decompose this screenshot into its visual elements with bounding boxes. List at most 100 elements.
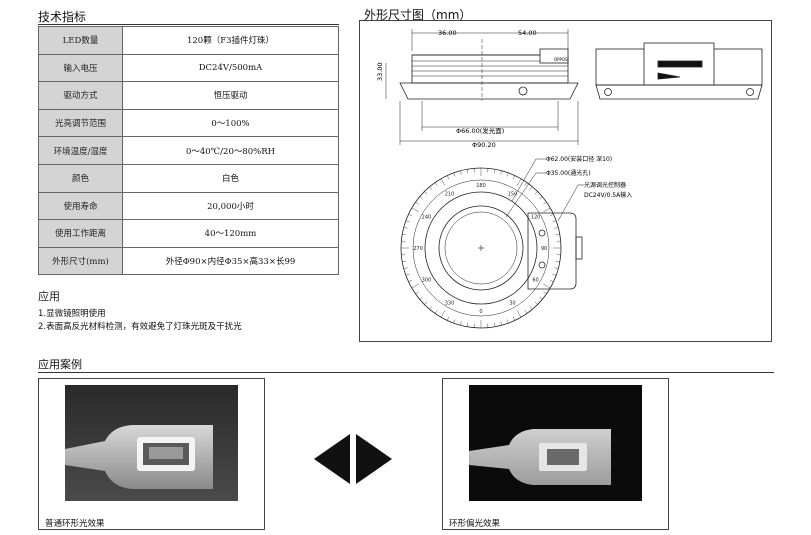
spec-label: 驱动方式 bbox=[38, 81, 123, 110]
side-base bbox=[399, 82, 579, 100]
scale-tick bbox=[529, 186, 533, 190]
scale-tick bbox=[512, 316, 515, 321]
scale-label: 240 bbox=[422, 215, 432, 221]
spec-value: DC24V/500mA bbox=[122, 53, 339, 83]
scale-tick bbox=[500, 321, 502, 326]
spec-label: LED数量 bbox=[38, 26, 123, 55]
scale-tick bbox=[506, 172, 509, 177]
scale-tick bbox=[534, 301, 538, 305]
scale-tick bbox=[460, 170, 462, 175]
scale-tick bbox=[552, 273, 557, 276]
end-slot bbox=[657, 60, 703, 68]
scale-tick bbox=[415, 291, 419, 295]
scale-tick bbox=[405, 220, 410, 223]
scale-tick bbox=[555, 233, 560, 235]
cases-title: 应用案例 bbox=[38, 358, 82, 371]
clear-aperture bbox=[444, 211, 518, 285]
scale-label: 30 bbox=[509, 301, 515, 307]
scale-tick bbox=[415, 201, 419, 205]
scale-tick bbox=[549, 214, 554, 217]
scale-tick bbox=[534, 191, 538, 195]
scale-label: 120 bbox=[531, 215, 541, 221]
label-input: DC24V/0.5A输入 bbox=[584, 191, 632, 199]
scale-tick bbox=[539, 196, 543, 200]
scale-tick bbox=[408, 214, 413, 217]
list-item: 1.显微镜照明使用 bbox=[38, 309, 106, 319]
scale-tick bbox=[516, 178, 522, 186]
scale-tick bbox=[543, 291, 547, 295]
spec-value: 0～40℃/20～80%RH bbox=[122, 136, 339, 165]
scale-tick bbox=[411, 207, 419, 213]
drawing-svg: 36.00 54.00 33.00 OPPOS Φ66.00(发光面) Φ90.… bbox=[376, 29, 763, 329]
application-title: 应用 bbox=[38, 290, 60, 303]
scale-label: 270 bbox=[413, 246, 423, 252]
side-view bbox=[399, 39, 579, 101]
scale-label: 150 bbox=[508, 191, 518, 197]
table-row: 驱动方式恒压驱动 bbox=[38, 81, 339, 110]
scale-tick bbox=[434, 182, 438, 186]
scale-tick bbox=[453, 319, 456, 324]
spec-label: 环境温度/湿度 bbox=[38, 136, 123, 165]
scale-label: 210 bbox=[445, 191, 455, 197]
scale-tick bbox=[419, 196, 423, 200]
scale-label: 330 bbox=[445, 301, 455, 307]
scale-tick bbox=[447, 175, 450, 180]
scale-tick bbox=[554, 267, 559, 269]
label-clear: Φ35.00(通光孔) bbox=[546, 169, 591, 177]
scale-tick bbox=[543, 283, 551, 289]
scale-tick bbox=[466, 169, 468, 174]
arrow-right-icon bbox=[356, 434, 392, 484]
dim-emit-diameter: Φ66.00(发光面) bbox=[456, 126, 504, 135]
body-ring bbox=[424, 191, 538, 305]
screw-hole bbox=[518, 86, 528, 96]
scale-ticks bbox=[401, 168, 561, 328]
scale-label: 0 bbox=[479, 309, 482, 315]
scale-tick bbox=[555, 261, 560, 263]
scale-tick bbox=[512, 175, 515, 180]
spec-value: 40～120mm bbox=[122, 219, 339, 248]
scale-label: 60 bbox=[532, 278, 538, 284]
scale-tick bbox=[411, 283, 419, 289]
drawing-title: 外形尺寸图（mm） bbox=[364, 8, 472, 22]
scale-tick bbox=[440, 178, 446, 186]
scale-tick bbox=[529, 306, 533, 310]
dim-height: 33.00 bbox=[376, 62, 384, 81]
scale-tick bbox=[552, 220, 557, 223]
application-list: 1.显微镜照明使用 2.表面高反光材料检测，有效避免了灯珠光斑及干扰光 bbox=[38, 308, 242, 334]
spec-title-rule bbox=[38, 24, 339, 25]
scale-tick bbox=[543, 201, 547, 205]
scale-tick bbox=[453, 172, 456, 177]
scale-tick bbox=[424, 301, 428, 305]
spec-label: 输入电压 bbox=[38, 53, 123, 83]
list-item: 2.表面高反光材料检测，有效避免了灯珠光斑及干扰光 bbox=[38, 322, 242, 332]
mount-ring bbox=[438, 205, 524, 291]
spec-value: 外径Φ90×内径Φ35×高33×长99 bbox=[122, 246, 339, 276]
spec-value: 白色 bbox=[122, 163, 339, 193]
top-dimensions bbox=[411, 29, 569, 51]
table-row: 颜色白色 bbox=[38, 163, 339, 193]
scale-label: 90 bbox=[541, 246, 547, 252]
scale-tick bbox=[466, 322, 468, 327]
scale-tick bbox=[447, 316, 450, 321]
end-base bbox=[595, 84, 763, 100]
scale-tick bbox=[402, 261, 407, 263]
scale-tick bbox=[424, 191, 428, 195]
brand-label: OPPOS bbox=[554, 57, 568, 62]
case-normal-ring: 普通环形光效果 bbox=[38, 378, 265, 530]
spec-label: 外形尺寸(mm) bbox=[38, 246, 123, 276]
scale-tick bbox=[408, 279, 413, 282]
scale-label: 300 bbox=[422, 278, 432, 284]
scale-tick bbox=[554, 227, 559, 229]
scale-tick bbox=[524, 310, 528, 314]
compare-arrows bbox=[314, 434, 392, 484]
scale-tick bbox=[419, 296, 423, 300]
front-view bbox=[400, 167, 583, 329]
scale-tick bbox=[500, 170, 502, 175]
scale-tick bbox=[429, 186, 433, 190]
